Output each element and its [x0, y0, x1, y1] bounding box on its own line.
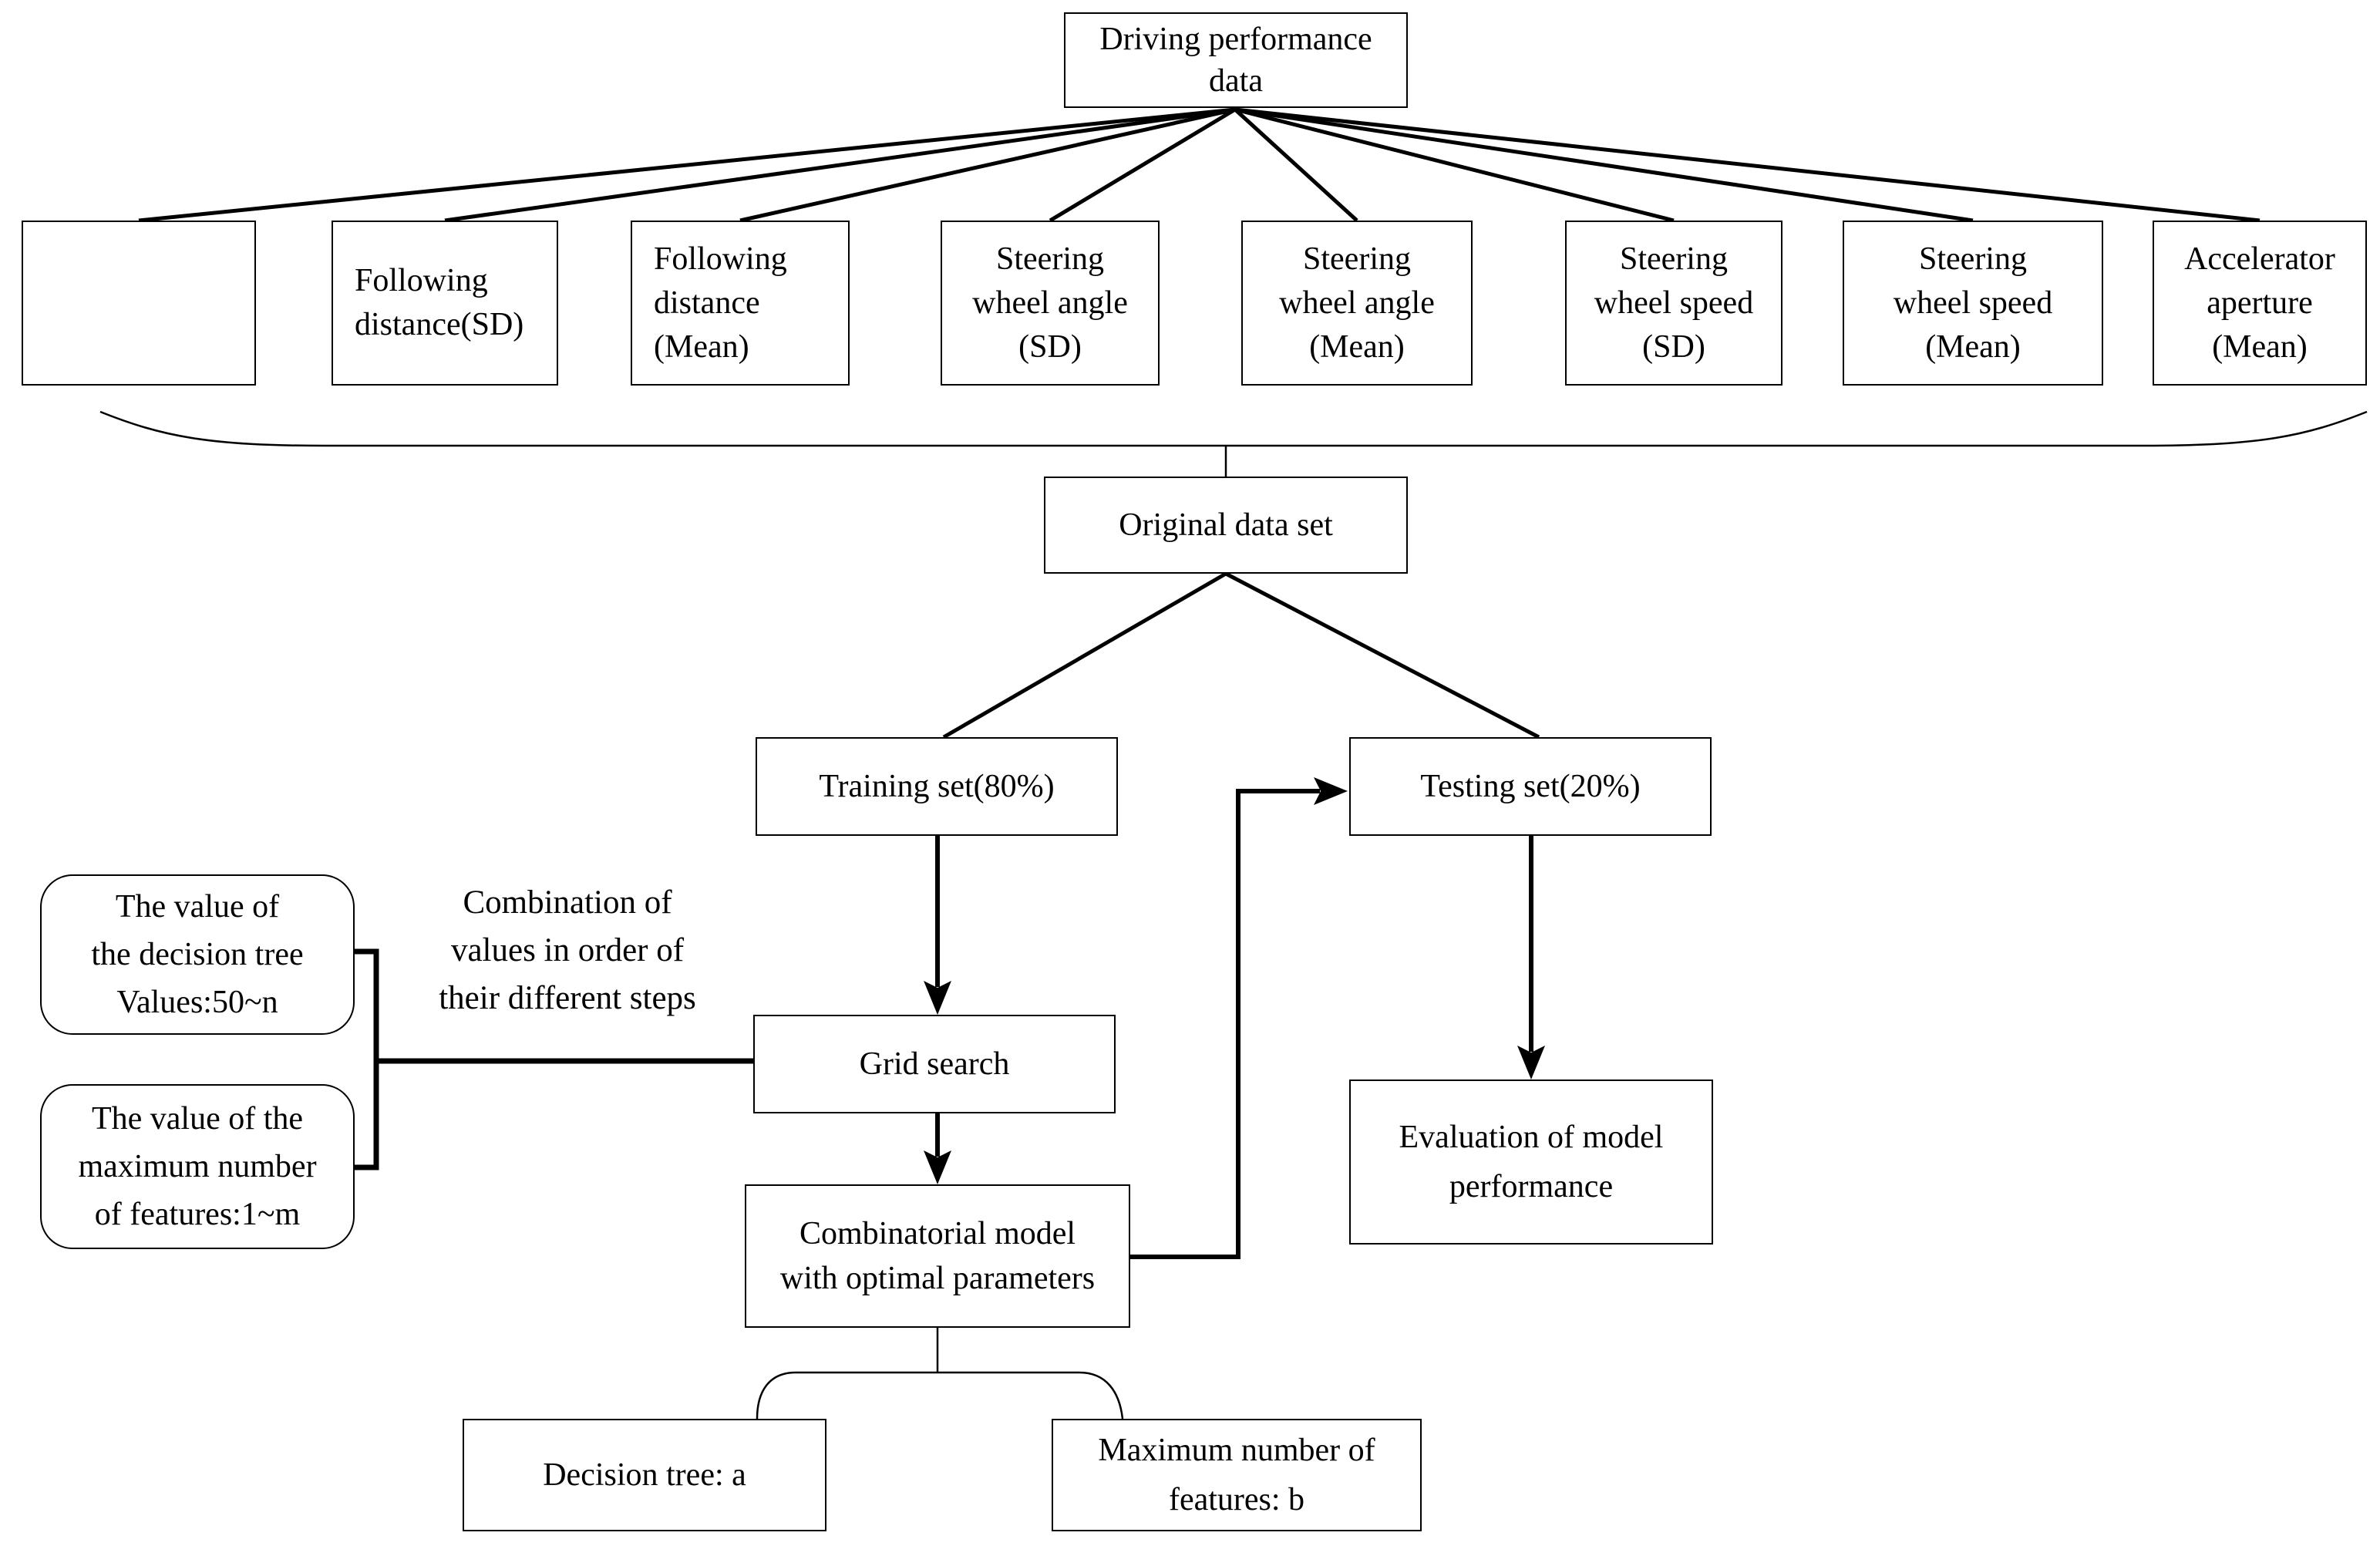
parameters-bracket: [355, 948, 753, 1170]
node-grid-search: Grid search: [753, 1015, 1116, 1113]
node-decision-tree-values-range: The value of the decision tree Values:50…: [40, 874, 355, 1035]
node-maximum-number-of-features-b: Maximum number of features: b: [1052, 1419, 1422, 1531]
node-feature-empty: [22, 221, 256, 386]
arrow-training-to-grid: [924, 836, 951, 1015]
split-lines: [942, 571, 1540, 739]
node-accelerator-aperture-mean: Accelerator aperture (Mean): [2153, 221, 2367, 386]
node-following-distance-sd: Following distance(SD): [332, 221, 558, 386]
node-combinatorial-model: Combinatorial model with optimal paramet…: [745, 1184, 1130, 1328]
node-testing-set: Testing set(20%): [1349, 737, 1712, 836]
node-steering-wheel-speed-mean: Steering wheel speed (Mean): [1843, 221, 2103, 386]
node-evaluation-of-model-performance: Evaluation of model performance: [1349, 1080, 1713, 1245]
node-steering-wheel-speed-sd: Steering wheel speed (SD): [1565, 221, 1782, 386]
node-decision-tree-a: Decision tree: a: [463, 1419, 826, 1531]
node-steering-wheel-angle-mean: Steering wheel angle (Mean): [1241, 221, 1473, 386]
combinatorial-split-brace: [756, 1328, 1124, 1420]
node-max-features-values-range: The value of the maximum number of featu…: [40, 1084, 355, 1249]
arrow-testing-to-evaluation: [1517, 836, 1545, 1080]
node-training-set: Training set(80%): [756, 737, 1118, 836]
node-driving-performance-data: Driving performance data: [1064, 12, 1408, 108]
node-following-distance-mean: Following distance (Mean): [631, 221, 850, 386]
combination-of-values-note: Combination of values in order of their …: [439, 884, 696, 1016]
node-original-data-set: Original data set: [1044, 477, 1408, 574]
features-brace: [99, 410, 2368, 447]
node-steering-wheel-angle-sd: Steering wheel angle (SD): [941, 221, 1160, 386]
arrow-combinatorial-to-testing: [1130, 777, 1348, 1259]
arrow-grid-to-combinatorial: [924, 1113, 951, 1184]
fan-lines: [138, 107, 2260, 223]
